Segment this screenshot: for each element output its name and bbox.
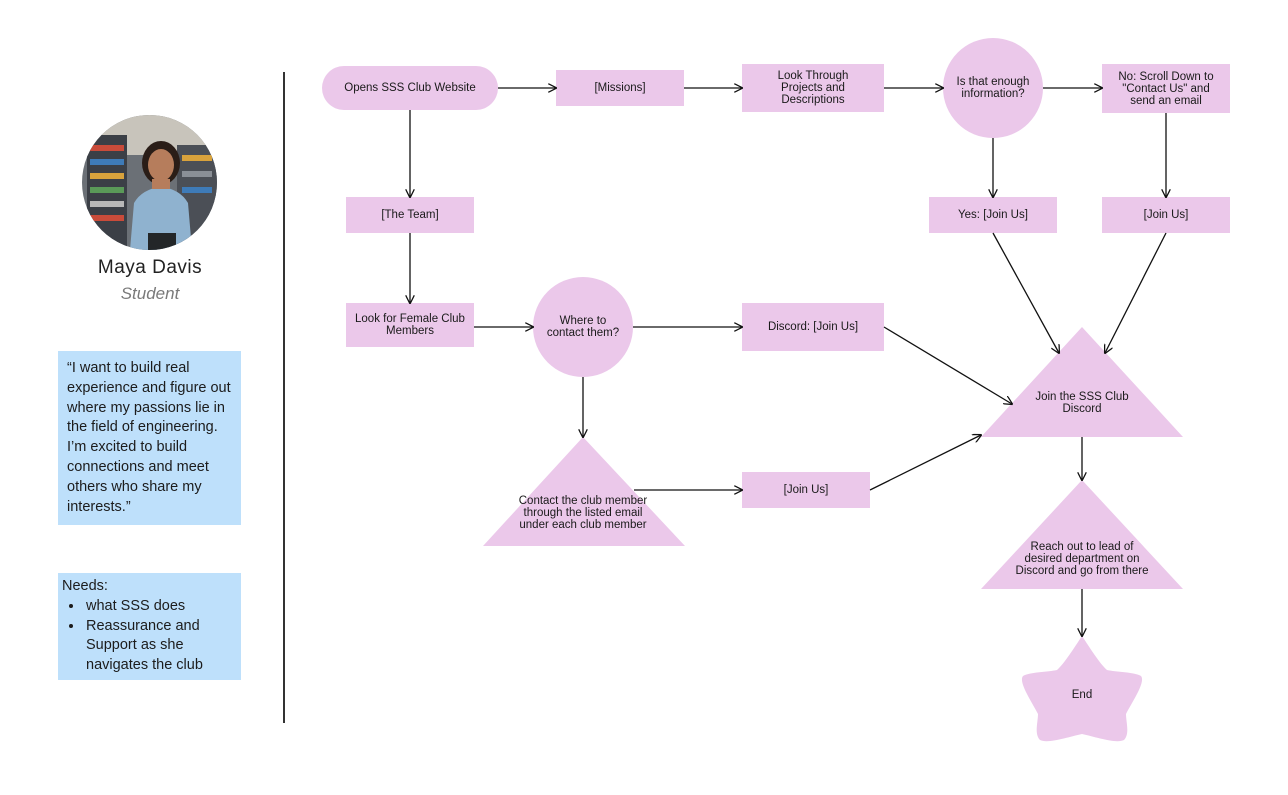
persona-name: Maya Davis (97, 257, 203, 278)
edge-discord-to-discord-join (883, 326, 1012, 404)
node-look-through-projects (742, 64, 884, 112)
needs-list: what SSS does Reassurance and Support as… (62, 597, 235, 676)
label-join-sss-discord: Join the SSS Club Discord (1035, 391, 1129, 415)
label-no-scroll-contact: No: Scroll Down to "Contact Us" and send… (1118, 70, 1214, 107)
label-reach-out-lead: Reach out to lead of desired department … (1015, 541, 1149, 577)
edge-join-right-to-discord-join (1105, 232, 1167, 353)
label-missions: [Missions] (594, 82, 646, 94)
persona-quote-card: “I want to build real experience and fig… (58, 351, 241, 525)
persona-needs-card: Needs: what SSS does Reassurance and Sup… (58, 573, 241, 680)
node-where-contact-question (533, 277, 633, 377)
label-where-contact-question: Where to contact them? (546, 315, 620, 339)
label-contact-member-email: Contact the club member through the list… (518, 495, 648, 531)
node-yes-join-us (929, 197, 1057, 233)
needs-item: Reassurance and Support as she navigates… (84, 617, 235, 676)
node-join-us-right (1102, 197, 1230, 233)
node-reach-out-lead (981, 480, 1183, 589)
node-no-scroll-contact (1102, 64, 1230, 113)
persona-role: Student (120, 284, 180, 303)
label-yes-join-us: Yes: [Join Us] (958, 209, 1028, 221)
needs-item: what SSS does (84, 597, 235, 617)
section-divider (283, 72, 285, 723)
label-join-us-right: [Join Us] (1143, 209, 1189, 221)
label-opens-website: Opens SSS Club Website (344, 82, 476, 94)
node-opens-website (322, 66, 498, 110)
node-join-sss-discord (981, 327, 1183, 437)
node-enough-info-question (943, 38, 1043, 138)
label-end: End (1071, 689, 1093, 701)
label-look-through-projects: Look Through Projects and Descriptions (777, 70, 849, 106)
node-missions (556, 70, 684, 106)
edge-join-bottom-to-discord-join (869, 435, 981, 491)
node-look-female-members (346, 303, 474, 347)
node-the-team (346, 197, 474, 233)
edge-yes-to-discord-join (992, 232, 1059, 353)
persona-quote: “I want to build real experience and fig… (67, 360, 231, 515)
node-end (1021, 636, 1143, 742)
node-contact-member-email (483, 437, 685, 546)
label-the-team: [The Team] (381, 209, 439, 221)
label-discord-join-us: Discord: [Join Us] (767, 321, 859, 333)
label-enough-info-question: Is that enough information? (956, 76, 1030, 100)
label-look-female-members: Look for Female Club Members (355, 313, 465, 337)
label-join-us-bottom: [Join Us] (783, 484, 829, 496)
node-join-us-bottom (742, 472, 870, 508)
node-discord-join-us (742, 303, 884, 351)
needs-title: Needs: (62, 578, 108, 594)
